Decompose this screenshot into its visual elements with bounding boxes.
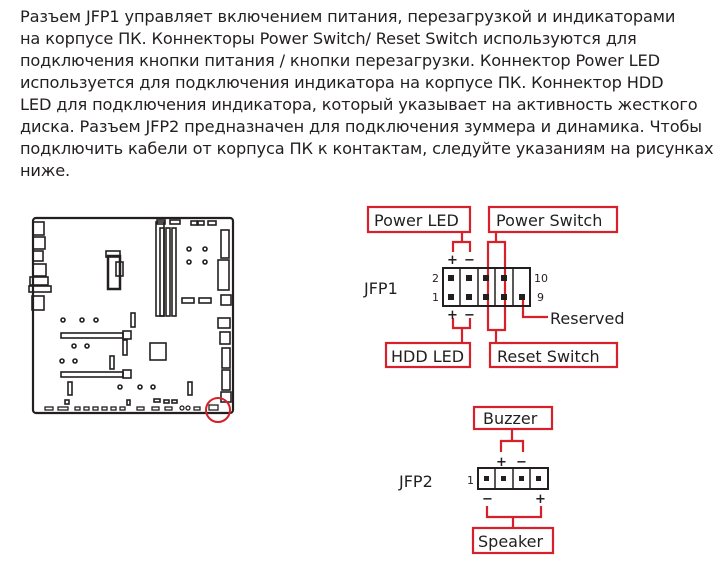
paragraph-line: Разъем JFP1 управляет включением питания…: [20, 7, 676, 26]
jfp1-label: JFP1: [363, 279, 398, 298]
reserved-label: Reserved: [550, 309, 624, 328]
hdd-led-plus: +: [447, 308, 458, 323]
speaker-minus: −: [482, 492, 493, 507]
power-led-plus: +: [447, 253, 458, 268]
paragraph-line: ниже.: [20, 161, 71, 180]
power-switch-label: Power Switch: [496, 211, 602, 230]
jfp1-diagram: Power LED Power Switch HDD LED Reset Swi…: [363, 205, 624, 369]
jfp2-pin-1-label: 1: [467, 474, 474, 487]
jfp-location-highlight: [205, 397, 231, 423]
buzzer-label: Buzzer: [483, 409, 538, 428]
buzzer-plus: +: [496, 455, 507, 470]
pin-2-label: 2: [432, 272, 439, 285]
pin-1-label: 1: [432, 291, 439, 304]
speaker-label: Speaker: [478, 532, 544, 551]
speaker-plus: +: [535, 492, 546, 507]
paragraph-line: LED для подключения индикатора, который …: [20, 95, 698, 114]
jfp2-label: JFP2: [398, 472, 433, 491]
description-paragraph: Разъем JFP1 управляет включением питания…: [20, 6, 720, 182]
reset-switch-label: Reset Switch: [497, 347, 600, 366]
power-led-minus: −: [464, 253, 475, 268]
buzzer-minus: −: [516, 455, 527, 470]
hdd-led-label: HDD LED: [391, 347, 464, 366]
paragraph-line: подключить кабели от корпуса ПК к контак…: [20, 139, 714, 158]
paragraph-line: диска. Разъем JFP2 предназначен для подк…: [20, 117, 702, 136]
hdd-led-minus: −: [464, 308, 475, 323]
paragraph-line: на корпусе ПК. Коннекторы Power Switch/ …: [20, 29, 637, 48]
motherboard-diagram: [28, 216, 235, 415]
jfp2-diagram: Buzzer Speaker JFP2 1 + − − +: [398, 405, 555, 555]
pin-10-label: 10: [534, 272, 548, 285]
power-led-label: Power LED: [374, 211, 459, 230]
pin-9-label: 9: [537, 291, 544, 304]
paragraph-line: подключения кнопки питания / кнопки пере…: [20, 51, 660, 70]
paragraph-line: используется для подключения индикатора …: [20, 73, 664, 92]
